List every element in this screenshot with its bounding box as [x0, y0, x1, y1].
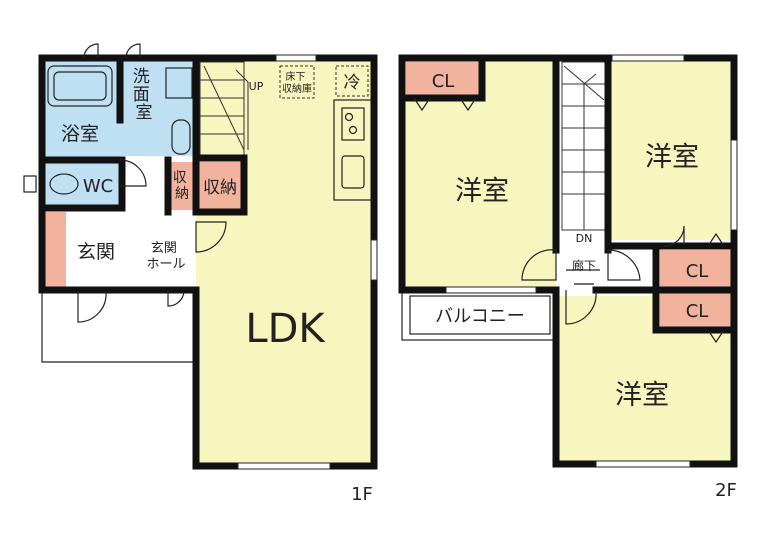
- floor1-label: 1F: [351, 484, 373, 505]
- ldk-label: LDK: [245, 306, 326, 352]
- fridge-box: [335, 65, 369, 97]
- storage-small-floor: [170, 162, 194, 210]
- bath-label: 浴室: [61, 123, 99, 145]
- windows-1f: [237, 54, 378, 470]
- bathtub: [47, 65, 113, 107]
- western-left-label: 洋室: [455, 176, 509, 207]
- entrance-hall-label: 玄関 ホール: [146, 241, 185, 272]
- entrance-step: [42, 212, 66, 288]
- storage-small-label-2: 納: [175, 186, 189, 202]
- closet-right-bottom-label: CL: [686, 301, 709, 322]
- doors-1f: [77, 43, 227, 323]
- bath-floor: [42, 60, 120, 160]
- washroom-floor: [120, 60, 196, 156]
- windows-2f: [445, 54, 738, 468]
- porch-outline: [41, 290, 196, 363]
- doors-2f: [413, 97, 725, 344]
- washroom-label: 洗 面 室: [133, 67, 155, 123]
- dn-label: DN: [576, 232, 593, 245]
- underfloor-label-1: 床下: [285, 70, 305, 83]
- entrance-label: 玄関: [77, 241, 115, 263]
- storage-small-label: 収 納: [173, 170, 191, 202]
- storage-small-label-1: 収: [173, 170, 187, 186]
- balcony-label: バルコニー: [435, 306, 525, 327]
- closet-left-label: CL: [432, 71, 455, 92]
- underfloor-label-2: 収納庫: [282, 82, 312, 95]
- storage-floor: [196, 162, 244, 212]
- walls-1f: [38, 54, 378, 470]
- entrance-hall-label-1: 玄関: [151, 241, 177, 256]
- western-right-top-floor: [610, 60, 734, 240]
- closet-right-top-label: CL: [686, 261, 709, 282]
- washroom-label-1: 洗: [133, 67, 150, 87]
- walls-2f: [398, 54, 738, 468]
- western-bottom-label: 洋室: [615, 380, 669, 411]
- fridge-label: 冷: [344, 73, 361, 93]
- ldk-floor: [196, 60, 374, 466]
- floor-2: 洋室 洋室 洋室 CL CL CL 廊下 DN バルコニー 2F: [398, 54, 738, 501]
- toilet: [49, 173, 79, 195]
- closet-left-floor: [406, 62, 480, 96]
- underfloor-storage-box: [279, 65, 315, 99]
- entrance-hall-label-2: ホール: [146, 257, 185, 272]
- western-right-top-label: 洋室: [645, 142, 699, 173]
- up-label: UP: [249, 80, 264, 93]
- floor-1: 浴室 洗 面 室 WC 玄関 玄関 ホール 収 納 収納 LDK UP 床下 収…: [23, 43, 378, 505]
- underfloor-label: 床下 収納庫: [282, 70, 312, 95]
- washroom-label-2: 面: [133, 85, 150, 105]
- floor2-label: 2F: [715, 480, 737, 501]
- washbasin: [165, 67, 193, 99]
- closet-right-bottom-floor: [660, 292, 732, 328]
- storage-label: 収納: [203, 178, 237, 198]
- corridor-label: 廊下: [572, 258, 596, 273]
- closet-right-top-floor: [660, 250, 732, 288]
- wc-floor: [42, 160, 122, 208]
- wc-label: WC: [83, 176, 113, 197]
- stairs-2f: [561, 61, 607, 231]
- washroom-label-3: 室: [136, 103, 153, 123]
